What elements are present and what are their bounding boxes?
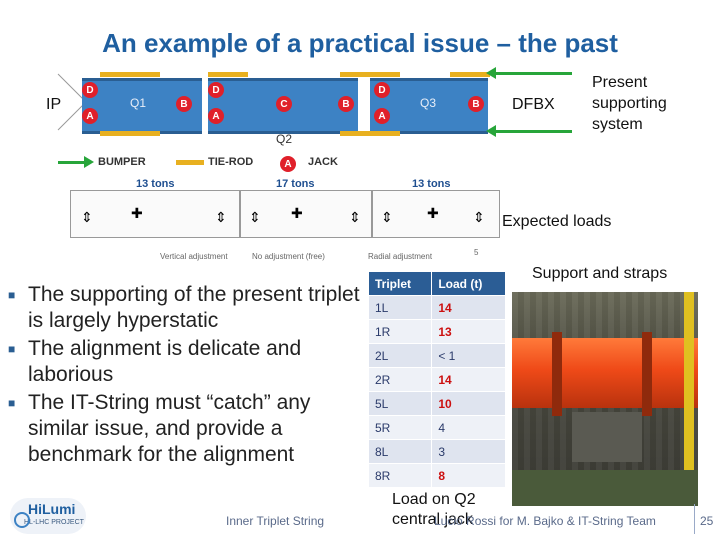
ip-label: IP (46, 96, 62, 113)
legend-bumper: BUMPER (98, 156, 146, 168)
badge-d-1: D (82, 82, 98, 98)
badge-a-1: A (82, 108, 98, 124)
legend-jack-badge: A (280, 156, 296, 172)
bullet-square-icon: ■ (8, 288, 16, 302)
support-scheme-q2: ⇕ ✚ ⇕ (240, 190, 372, 238)
support-bar-top-2 (208, 72, 248, 77)
bumper-legend-arrow (58, 161, 86, 164)
scheme-legend-num: 5 (474, 248, 479, 257)
magnet-diagram: IP Q1 Q2 Q3 D A B D A C B D A B BUMPER T… (40, 67, 580, 190)
legend-tie-rod: TIE-ROD (208, 156, 254, 168)
support-scheme-q1: ⇕ ✚ ⇕ (70, 190, 240, 238)
magnet-label-q1: Q1 (130, 96, 147, 110)
cell-triplet: 1L (367, 295, 433, 320)
header-triplet: Triplet (367, 271, 433, 296)
cell-load: 13 (431, 319, 506, 344)
support-post (684, 292, 694, 506)
badge-d-2: D (208, 82, 224, 98)
support-bar-bottom-2 (340, 131, 400, 136)
cell-triplet: 8R (367, 463, 433, 488)
bullet-square-icon: ■ (8, 396, 16, 410)
scheme-legend-none: No adjustment (free) (252, 252, 325, 261)
tons-q3: 13 tons (412, 178, 451, 190)
cell-load: 8 (431, 463, 506, 488)
cell-load: < 1 (431, 343, 506, 368)
magnet-label-q3: Q3 (420, 96, 437, 110)
page-number: 25 (700, 514, 714, 528)
cell-triplet: 5R (367, 415, 433, 440)
support-bar-top-4 (450, 72, 490, 77)
load-caption: Load on Q2 central jack (392, 491, 476, 528)
support-bar-top-1 (100, 72, 160, 77)
hilumi-logo-sub: HL-LHC PROJECT (24, 519, 84, 526)
dfbx-arrow (492, 72, 572, 75)
expected-loads-label: Expected loads (502, 213, 612, 230)
bullet-item: ■ The alignment is delicate and laboriou… (8, 337, 302, 386)
badge-d-3: D (374, 82, 390, 98)
badge-c: C (276, 96, 292, 112)
cell-triplet: 5L (367, 391, 433, 416)
hilumi-logo: HiLumi HL-LHC PROJECT (10, 498, 86, 534)
badge-a-2: A (208, 108, 224, 124)
dfbx-label: DFBX (512, 96, 555, 113)
cell-load: 10 (431, 391, 506, 416)
table-header-row: Triplet Load (t) (367, 271, 506, 296)
footer-right-text: Lucio Rossi for M. Bajko & IT-String Tea… (434, 514, 656, 528)
table-row: 2L< 1 (367, 343, 506, 368)
support-scheme-q3: ⇕ ✚ ⇕ (372, 190, 500, 238)
header-load: Load (t) (431, 271, 506, 296)
bullet-square-icon: ■ (8, 342, 16, 356)
cell-triplet: 2R (367, 367, 433, 392)
support-photo (512, 292, 698, 506)
badge-b-1: B (176, 96, 192, 112)
bumper-legend-arrow-head-icon (84, 156, 94, 168)
bullet-item: ■ The supporting of the present triplet … (8, 283, 360, 332)
cell-load: 4 (431, 415, 506, 440)
bullet-item: ■ The IT-String must “catch” any similar… (8, 391, 311, 466)
bullet-list: ■ The supporting of the present triplet … (8, 282, 360, 470)
slide-title: An example of a practical issue – the pa… (102, 28, 618, 58)
swoosh-icon (14, 512, 30, 528)
scheme-legend-vertical: Vertical adjustment (160, 252, 228, 261)
scheme-legend-radial: Radial adjustment (368, 252, 433, 261)
support-bar-bottom-1 (100, 131, 160, 136)
dfbx-arrow-lower-head-icon (486, 125, 496, 137)
cell-triplet: 8L (367, 439, 433, 464)
tie-rod-legend-bar (176, 160, 204, 165)
badge-b-2: B (338, 96, 354, 112)
ip-pointer-icon (56, 72, 88, 132)
dfbx-arrow-lower (492, 130, 572, 133)
tons-q1: 13 tons (136, 178, 175, 190)
magnet-cryostat (512, 338, 698, 408)
dfbx-arrow-head-icon (486, 67, 496, 79)
cell-load: 14 (431, 295, 506, 320)
support-bar-top-3 (340, 72, 400, 77)
tons-q2: 17 tons (276, 178, 315, 190)
magnet-label-q2: Q2 (276, 132, 293, 146)
cell-load: 14 (431, 367, 506, 392)
badge-b-3: B (468, 96, 484, 112)
cell-triplet: 1R (367, 319, 433, 344)
badge-a-3: A (374, 108, 390, 124)
magnet-q2 (208, 78, 358, 134)
support-straps-label: Support and straps (532, 265, 668, 282)
cell-triplet: 2L (367, 343, 433, 368)
footer-divider (694, 504, 695, 534)
footer-left-text: Inner Triplet String (226, 514, 325, 528)
hilumi-logo-text: HiLumi (28, 501, 76, 517)
legend-jack: JACK (308, 156, 338, 168)
cell-load: 3 (431, 439, 506, 464)
present-support-label: Present supporting system (592, 74, 667, 133)
